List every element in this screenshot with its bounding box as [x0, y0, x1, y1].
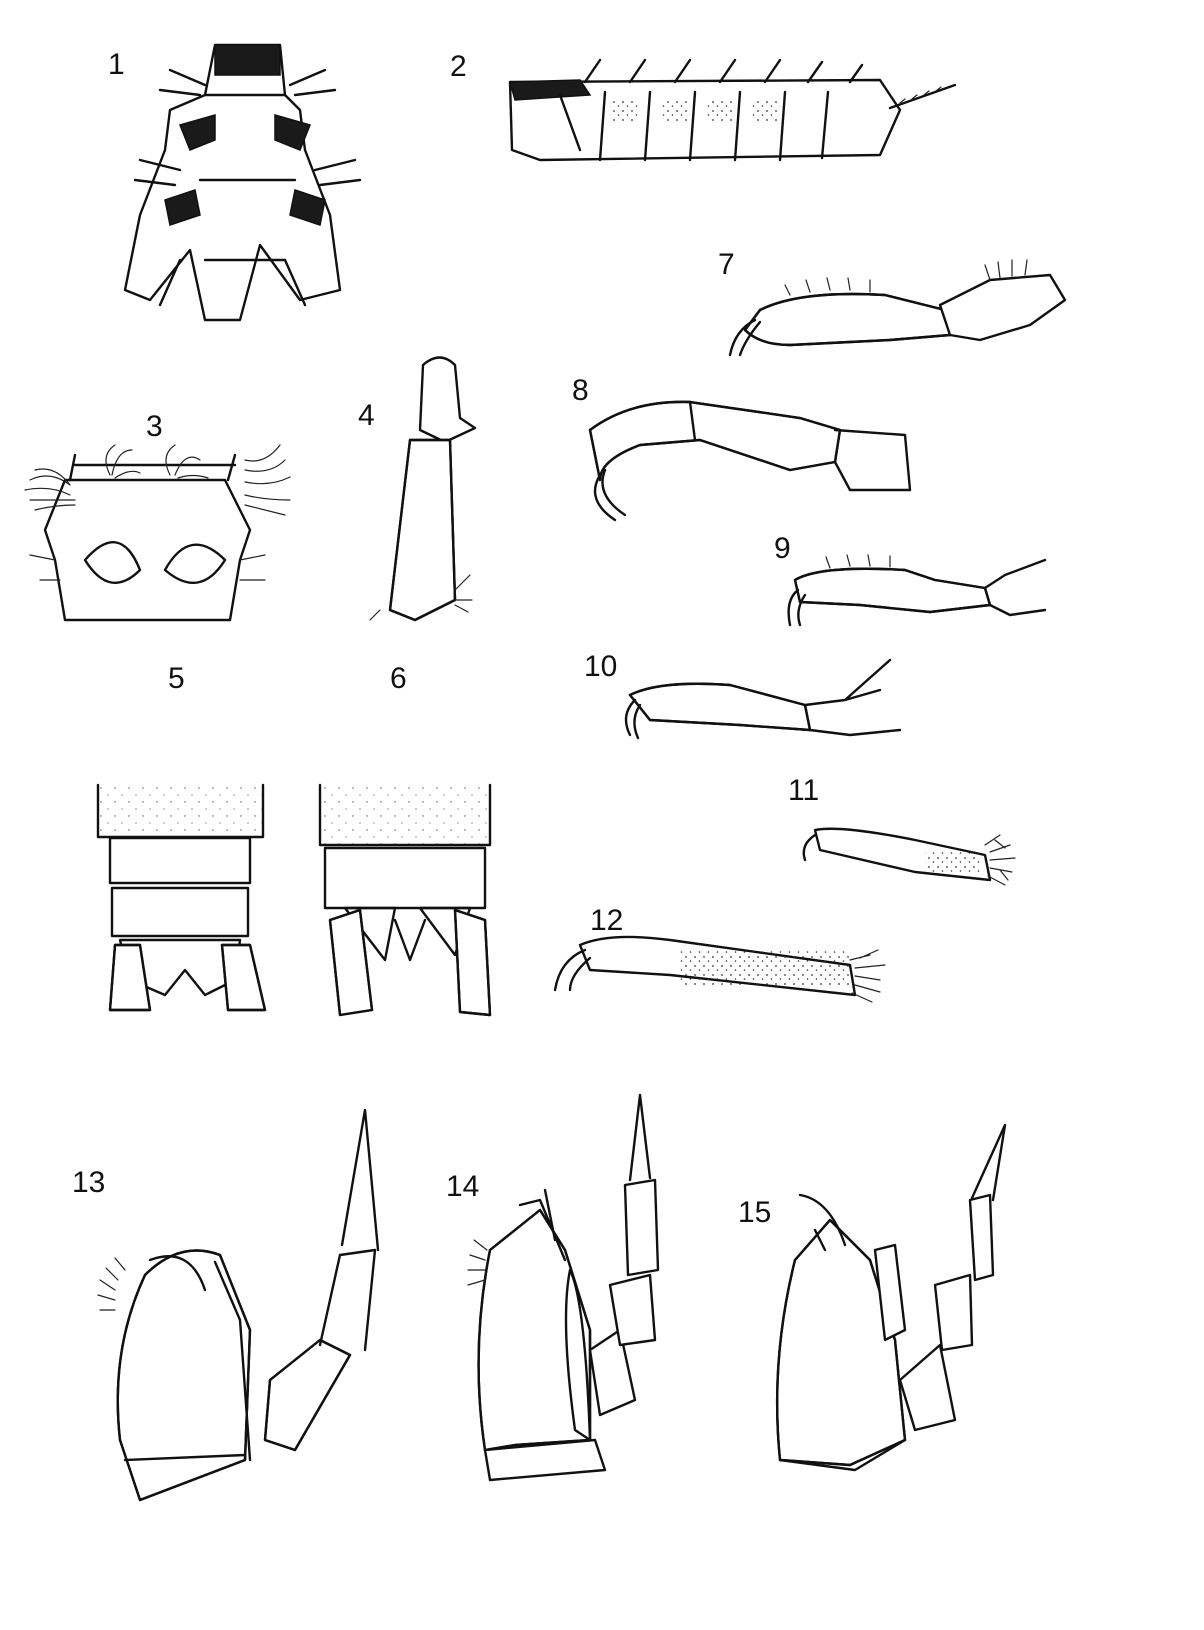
fig6-label: 6 [390, 662, 407, 695]
fig9-label: 9 [774, 532, 791, 565]
fig2-abdomen-drawing [508, 58, 957, 162]
fig10-label: 10 [584, 650, 617, 683]
fig12-leg-drawing [553, 935, 886, 1003]
fig15-label: 15 [738, 1196, 771, 1229]
fig4-label: 4 [358, 399, 375, 432]
fig5-abdomen-tip-drawing [96, 783, 267, 1012]
fig13-label: 13 [72, 1166, 105, 1199]
fig3-sternite-drawing [24, 444, 291, 622]
fig11-leg-drawing [802, 827, 1016, 886]
fig4-appendage-drawing [369, 356, 477, 622]
fig8-label: 8 [572, 374, 589, 407]
fig2-label: 2 [450, 50, 467, 83]
fig10-leg-drawing [624, 658, 902, 740]
fig12-label: 12 [590, 904, 623, 937]
fig9-leg-drawing [787, 554, 1047, 627]
fig6-abdomen-tip-drawing [318, 783, 492, 1017]
fig15-mouthpart-drawing [775, 1123, 1007, 1472]
fig1-thorax-drawing [123, 43, 362, 322]
fig14-label: 14 [446, 1170, 479, 1203]
fig7-label: 7 [718, 248, 735, 281]
fig3-label: 3 [146, 410, 163, 443]
fig14-mouthpart-drawing [467, 1093, 660, 1482]
fig11-label: 11 [788, 774, 819, 807]
fig7-leg-drawing [728, 259, 1067, 357]
fig13-mouthpart-drawing [97, 1108, 380, 1502]
fig5-label: 5 [168, 662, 185, 695]
fig1-label: 1 [108, 48, 125, 81]
fig8-leg-drawing [588, 400, 912, 522]
